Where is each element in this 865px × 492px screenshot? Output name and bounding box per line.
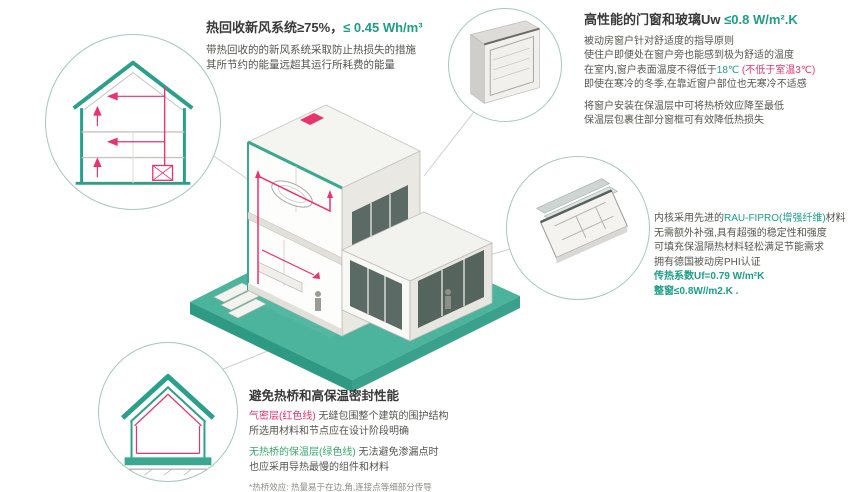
ventilation-ducts xyxy=(255,170,333,284)
frame-material-line: 无需额外补强,具有超强的稳定性和强度 xyxy=(654,227,827,239)
frame-uf-value: 传热系数Uf=0.79 W/m²K xyxy=(654,271,765,282)
airtight-layer-label: 气密层(红色线) xyxy=(249,411,316,423)
thermal-envelope-house-illustration xyxy=(116,374,220,476)
thermal-bridge-title: 避免热桥和高保温密封性能 xyxy=(249,389,400,403)
callout-thermal-envelope-circle xyxy=(98,342,238,482)
ventilation-body-line: 其所节约的能量远超其运行所耗费的能量 xyxy=(206,59,395,72)
windows-body-line: 将窗户安装在保温层中可将热桥效应降至最低 xyxy=(584,100,784,112)
insulation-layer-label: 无热桥的保温层(绿色线) xyxy=(249,447,356,459)
windows-body-line: 使住户即便处在窗户旁也能感到极为舒适的温度 xyxy=(584,50,794,62)
main-house-block xyxy=(247,104,421,337)
windows-title-value: ≤0.8 W/m².K xyxy=(724,12,798,27)
frame-material-text-block: 内核采用先进的RAU-FIPRO(增强纤维)材料 无需额外补强,具有超强的稳定性… xyxy=(654,212,865,299)
insulation-layer-rest: 无法避免渗漏点时 xyxy=(355,447,439,459)
frame-material-body: 内核采用先进的RAU-FIPRO(增强纤维)材料 无需额外补强,具有超强的稳定性… xyxy=(654,212,865,299)
windows-temp-note: (不低于室温3℃) xyxy=(739,64,816,76)
frame-material-brand: RAU-FIPRO(增强纤维) xyxy=(724,213,826,224)
roof-vent-unit xyxy=(300,113,324,125)
windows-title: 高性能的门窗和玻璃Uw ≤0.8 W/m².K xyxy=(584,12,862,29)
windows-body-line: 保温层包裹住部分窗框可有效降低热损失 xyxy=(584,115,764,127)
ventilation-title: 热回收新风系统≥75%，≤ 0.45 Wh/m³ xyxy=(206,20,446,37)
thermal-bridge-line: 也应采用导热最慢的组件和材料 xyxy=(249,461,389,473)
windows-temp-value: 18℃ xyxy=(716,64,740,76)
airtight-layer-rest: 无缝包围整个建筑的围护结构 xyxy=(315,411,449,423)
person-figure xyxy=(315,291,321,311)
callout-window-profile-circle xyxy=(506,156,650,300)
windows-body: 被动房窗户针对舒适度的指导原则 使住户即便处在窗户旁也能感到极为舒适的温度 在室… xyxy=(584,35,862,129)
windows-body-line: 被动房窗户针对舒适度的指导原则 xyxy=(584,35,734,47)
ventilation-text-block: 热回收新风系统≥75%，≤ 0.45 Wh/m³ 带热回收的的新风系统采取防止热… xyxy=(206,20,446,73)
window-frame-profile-illustration xyxy=(535,178,628,264)
house-cross-section-ventilation-illustration xyxy=(72,60,194,185)
frame-material-pre: 内核采用先进的 xyxy=(654,213,724,224)
frame-material-line: 拥有德国被动房PHI认证 xyxy=(654,256,761,268)
insulation-layer-line: 无热桥的保温层(绿色线) 无法避免渗漏点时 xyxy=(249,446,549,461)
frame-material-post: 材料 xyxy=(825,213,846,224)
ventilation-body-line: 带热回收的的新风系统采取防止热损失的措施 xyxy=(206,43,416,56)
windows-text-block: 高性能的门窗和玻璃Uw ≤0.8 W/m².K 被动房窗户针对舒适度的指导原则 … xyxy=(584,12,862,129)
person-figure xyxy=(445,289,451,309)
callout-window-corner-circle xyxy=(448,8,562,122)
ventilation-title-value: ≤ 0.45 Wh/m³ xyxy=(343,20,423,35)
frame-material-line: 可填充保温隔热材料轻松满足节能需求 xyxy=(654,242,824,253)
window-corner-detail-illustration xyxy=(469,20,541,104)
windows-body-line: 即使在寒冷的冬季,在靠近窗户部位也无寒冷不适感 xyxy=(584,79,807,91)
windows-temp-pre: 在室内,窗户表面温度不得低于 xyxy=(584,64,717,76)
frame-material-line1: 内核采用先进的RAU-FIPRO(增强纤维)材料 xyxy=(654,212,865,227)
thermal-bridge-line: 所选用材料和节点应在设计阶段明确 xyxy=(249,425,409,437)
callout-ventilation-circle xyxy=(45,34,221,210)
ventilation-title-main: 热回收新风系统≥75%， xyxy=(206,20,344,35)
thermal-bridge-text-block: 避免热桥和高保温密封性能 气密层(红色线) 无缝包围整个建筑的围护结构 所选用材… xyxy=(249,388,549,492)
airflow-arrows xyxy=(93,86,166,178)
windows-title-main: 高性能的门窗和玻璃Uw xyxy=(584,12,725,27)
glass-wing-block xyxy=(341,211,493,342)
spacer xyxy=(584,93,862,100)
spacer xyxy=(249,439,549,446)
thermal-bridge-footnote: *热桥效应: 热量易于在边,角,连接点等细部分传导 xyxy=(249,482,432,492)
frame-uw-value: 整窗≤0.8W//m2.K . xyxy=(654,285,739,297)
airtight-layer-line: 气密层(红色线) 无缝包围整个建筑的围护结构 xyxy=(249,410,549,425)
windows-temp-line: 在室内,窗户表面温度不得低于18℃ (不低于室温3℃) xyxy=(584,64,862,79)
ventilation-body: 带热回收的的新风系统采取防止热损失的措施 其所节约的能量远超其运行所耗费的能量 xyxy=(206,43,446,73)
thermal-bridge-body: 气密层(红色线) 无缝包围整个建筑的围护结构 所选用材料和节点应在设计阶段明确 … xyxy=(249,410,549,492)
